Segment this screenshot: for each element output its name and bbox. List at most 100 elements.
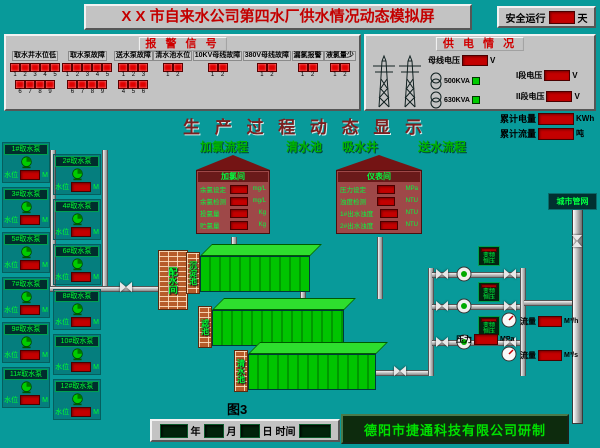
pump-icon[interactable]: [20, 246, 33, 259]
alarm-indicator: 8: [87, 79, 98, 96]
intake-pump-column-2: 2#取水泵 水位 M 4#取水泵: [53, 154, 101, 420]
transformer-2: 630KVA: [430, 91, 480, 109]
breaker-indicator[interactable]: [471, 96, 480, 104]
valve-icon[interactable]: [572, 235, 582, 247]
section2-voltage-label: II段电压: [516, 92, 545, 101]
safe-run-panel: 安全运行 天: [497, 6, 596, 28]
alarm-led-icon: [138, 79, 149, 89]
valve-icon[interactable]: [394, 366, 406, 376]
vfd-status-led: [481, 284, 497, 288]
alarm-led-number: 2: [176, 71, 180, 78]
pump-icon[interactable]: [71, 393, 84, 406]
year-display: [159, 423, 188, 438]
alarm-led-number: 2: [270, 71, 274, 78]
house-row-unit: Kg: [258, 222, 266, 228]
alarm-indicator: 2: [217, 62, 228, 79]
breaker-indicator[interactable]: [471, 77, 480, 85]
alarm-led-icon: [67, 79, 78, 89]
tank-sedimentation: 沉淀池: [186, 244, 322, 294]
pump-icon[interactable]: [20, 201, 33, 214]
section1-voltage-display: [544, 70, 571, 81]
valve-icon[interactable]: [436, 269, 448, 279]
alarm-led-icon: [82, 62, 93, 72]
level-display: [20, 260, 41, 270]
section2-voltage-row: II段电压 V: [516, 91, 580, 102]
delivery-pump-icon[interactable]: [456, 266, 472, 282]
delivery-pump-icon[interactable]: [456, 298, 472, 314]
section-label-suction-well: 吸水井: [342, 140, 379, 154]
intake-pump-unit: 7#取水泵 水位 M: [2, 277, 50, 318]
safe-run-unit: 天: [577, 13, 588, 25]
valve-icon[interactable]: [120, 282, 132, 292]
house-row: 2#出水浊度 NTU: [338, 220, 420, 230]
total-flow-label: 累计流量: [500, 129, 537, 139]
house-row-unit: mg/L: [252, 198, 266, 204]
bus-voltage-display: [462, 55, 488, 66]
transmission-tower-icon: [373, 54, 395, 108]
city-network-label: 城市管网: [548, 193, 597, 210]
alarm-indicator: 2: [172, 62, 183, 79]
pump-icon[interactable]: [71, 303, 84, 316]
section-label-delivery: 送水流程: [418, 140, 467, 154]
pump-icon[interactable]: [20, 156, 33, 169]
intake-pump-unit: 6#取水泵 水位 M: [53, 244, 101, 285]
delivery-pump-icon[interactable]: [456, 334, 472, 350]
chlorine-house: 加氯间 余氯设定 mg/L 余氯检测 mg/L: [196, 155, 270, 234]
alarm-led-number: 1: [300, 71, 305, 78]
house-rows: 压力设定 MPa 浊度检测 NTU 1#出水浊度 NTU: [338, 184, 420, 230]
alarm-led-icon: [15, 79, 25, 89]
alarm-group-label: 取水泵故障: [67, 51, 107, 61]
flow-second-unit: M³/s: [564, 352, 578, 359]
alarm-indicator: 1: [297, 62, 308, 79]
alarm-indicator: 5: [128, 79, 139, 96]
pump-icon[interactable]: [71, 258, 84, 271]
alarm-indicator: 1: [329, 62, 340, 79]
pipe: [102, 150, 108, 288]
total-flow-display: [538, 127, 575, 140]
pump-name: 6#取水泵: [55, 246, 99, 257]
valve-icon[interactable]: [436, 301, 448, 311]
valve-icon[interactable]: [504, 269, 516, 279]
vfd-mode-box: 变频恒压: [478, 246, 500, 266]
total-flow-row: 累计流量 吨: [500, 127, 584, 140]
section-label-clearwell: 清水池: [286, 140, 323, 154]
pump-icon[interactable]: [71, 168, 84, 181]
pump-name: 9#取水泵: [4, 324, 48, 335]
level-display: [20, 395, 41, 405]
valve-icon[interactable]: [436, 337, 448, 347]
house-row-label: 压力设定: [340, 187, 366, 194]
alarm-led-number: 2: [220, 71, 225, 78]
alarm-led-icon: [217, 62, 228, 72]
pump-icon[interactable]: [71, 348, 84, 361]
time-display: [298, 423, 331, 438]
alarm-led-number: 4: [95, 71, 100, 78]
pump-name: 2#取水泵: [55, 156, 99, 167]
house-row: 压力设定 MPa: [338, 184, 420, 194]
tank-top-face: [212, 298, 356, 310]
level-label: 水位: [4, 262, 19, 269]
pipe: [300, 290, 306, 302]
pump-icon[interactable]: [71, 213, 84, 226]
pump-icon[interactable]: [20, 336, 33, 349]
pump-icon[interactable]: [20, 381, 33, 394]
date-panel: 年 月 日 时间: [150, 419, 340, 442]
alarm-led-icon: [62, 62, 73, 72]
instrument-house: 仪表间 压力设定 MPa 浊度检测 NTU: [336, 155, 422, 234]
tank-label: 滤池: [198, 306, 212, 348]
section2-voltage-display: [546, 91, 573, 102]
pump-icon[interactable]: [20, 291, 33, 304]
valve-icon[interactable]: [504, 301, 516, 311]
total-energy-display: [538, 112, 575, 125]
value-display: [380, 220, 399, 230]
alarm-led-icon: [172, 62, 183, 72]
alarm-indicator: 2: [307, 62, 318, 79]
